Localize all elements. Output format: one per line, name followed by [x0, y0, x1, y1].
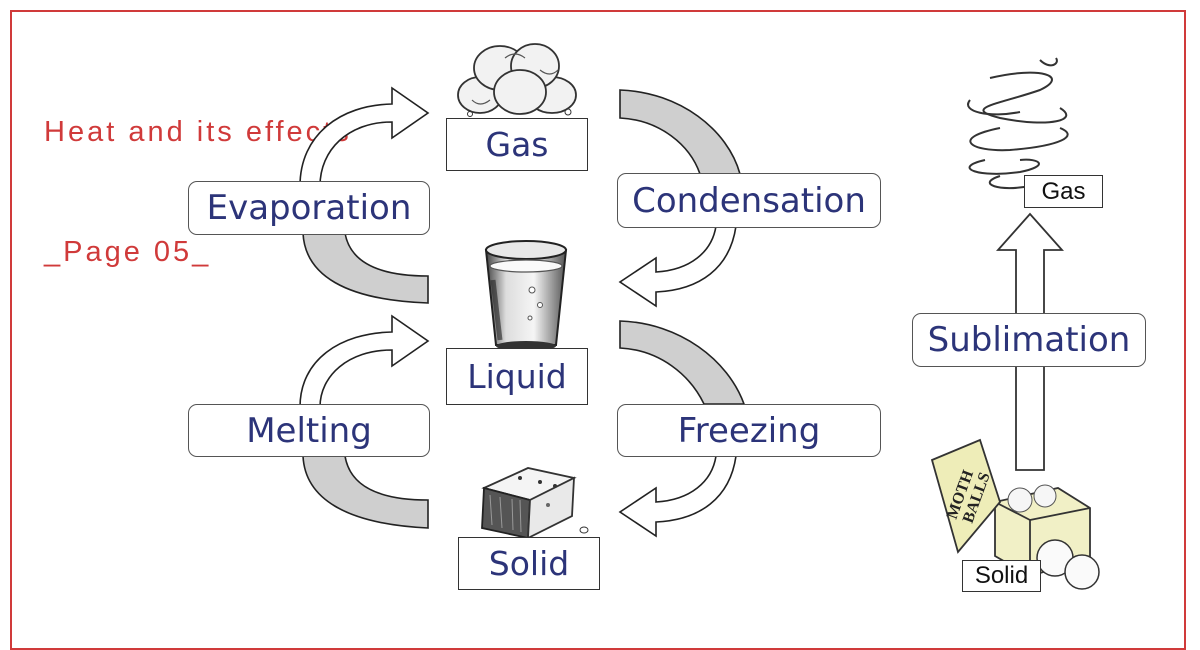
- sublimation-label: Sublimation: [912, 313, 1146, 367]
- solid-label: Solid: [458, 537, 600, 590]
- condensation-arrow-upper: [619, 89, 742, 175]
- melting-arrow-lower: [302, 455, 429, 529]
- melting-label: Melting: [188, 404, 430, 457]
- gas-cloud-icon: [457, 43, 577, 117]
- condensation-arrow-lower: [618, 225, 737, 308]
- gas-label: Gas: [446, 118, 588, 171]
- liquid-label: Liquid: [446, 348, 588, 405]
- water-glass-icon: [484, 240, 568, 351]
- freezing-arrow-lower: [618, 455, 737, 538]
- evaporation-arrow-upper: [299, 86, 430, 187]
- evaporation-arrow-lower: [302, 232, 429, 304]
- sublimation-solid-label: Solid: [962, 560, 1041, 592]
- freezing-arrow-upper: [619, 320, 746, 405]
- freezing-label: Freezing: [617, 404, 881, 457]
- moth-balls-box-icon: MOTH BALLS: [930, 438, 1100, 590]
- states-of-matter-diagram: MOTH BALLS: [299, 43, 1100, 590]
- condensation-label: Condensation: [617, 173, 881, 228]
- evaporation-label: Evaporation: [188, 181, 430, 235]
- melting-arrow-upper: [299, 314, 430, 408]
- page-title-line2: _Page 05_: [44, 236, 212, 268]
- gas-smoke-icon: [967, 57, 1069, 190]
- sublimation-gas-label: Gas: [1024, 175, 1103, 208]
- ice-cube-icon: [469, 467, 591, 546]
